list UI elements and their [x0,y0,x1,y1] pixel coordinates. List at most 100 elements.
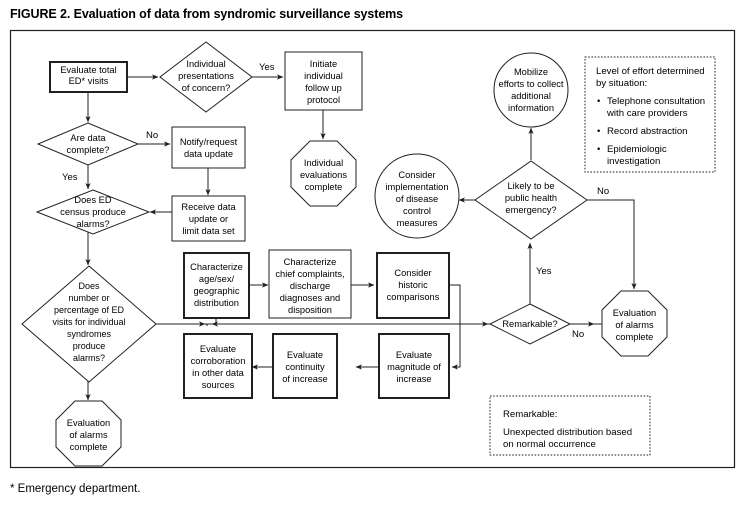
figure-border [9,29,736,469]
note-heading: Remarkable: [503,409,557,420]
node-line: information [508,103,554,113]
node-line: control [403,206,431,216]
node-line: Receive data [181,202,236,212]
node-mobilize-efforts-to-collect-additional-information[interactable]: Mobilize efforts to collect additional i… [493,52,569,128]
node-line: Remarkable? [502,319,557,329]
node-remarkable[interactable]: Remarkable? [488,303,572,345]
node-line: limit data set [182,226,235,236]
note-level-of-effort: Level of effort determined by situation:… [584,56,716,173]
node-line: number or [68,293,109,303]
node-line: complete [70,442,108,452]
node-characterize-chief-complaints[interactable]: Characterize chief complaints, discharge… [268,249,352,319]
node-line: Evaluate total [60,65,116,75]
node-line: diagnoses and [280,293,340,303]
note-heading-line: Level of effort determined [596,66,705,77]
edge-label-no: No [572,329,584,340]
node-line: complete [305,182,343,192]
node-line: of concern? [182,83,231,93]
node-line: ED* visits [69,76,109,86]
node-line: presentations [178,71,234,81]
node-consider-implementation-of-disease-control-measures[interactable]: Consider implementation of disease contr… [374,153,460,239]
node-initiate-individual-follow-up-protocol[interactable]: Initiate individual follow up protocol [284,51,363,111]
note-body-line: Unexpected distribution based [503,427,632,438]
node-consider-historic-comparisons[interactable]: Consider historic comparisons [376,252,450,319]
node-evaluate-magnitude-of-increase[interactable]: Evaluate magnitude of increase [378,333,450,399]
node-line: emergency? [505,205,556,215]
node-does-number-or-percentage-of-ed-visits[interactable]: Does number or percentage of ED visits f… [21,265,157,383]
note-body-line: on normal occurrence [503,439,596,450]
connectors [85,74,661,401]
node-line: percentage of ED [54,305,125,315]
node-likely-to-be-public-health-emergency[interactable]: Likely to be public health emergency? [474,160,588,240]
node-line: Are data [70,133,106,143]
node-line: Evaluation [67,418,110,428]
node-line: public health [505,193,557,203]
note-bullet-line: investigation [607,156,660,167]
node-line: measures [397,218,438,228]
node-notify-request-data-update[interactable]: Notify/request data update [171,126,246,169]
note-bullet-line: with care providers [606,108,688,119]
node-line: evaluations [300,170,347,180]
node-line: age/sex/ [199,274,235,284]
note-bullet-line: Record abstraction [607,126,688,137]
note-bullet-line: Telephone consultation [607,96,705,107]
node-line: additional [511,91,551,101]
node-line: census produce [60,207,126,217]
node-line: comparisons [387,292,440,302]
node-line: follow up [305,83,342,93]
node-line: sources [202,380,235,390]
node-line: complete [616,332,654,342]
node-line: geographic [193,286,239,296]
node-line: in other data [192,368,245,378]
node-line: historic [398,280,428,290]
bullet-glyph: • [597,126,600,137]
node-line: disposition [288,305,332,315]
node-does-ed-census-produce-alarms[interactable]: Does ED census produce alarms? [35,189,151,235]
node-individual-presentations-of-concern[interactable]: Individual presentations of concern? [159,41,253,113]
node-line: Evaluate [200,344,236,354]
node-line: Likely to be [507,181,554,191]
node-line: continuity [285,362,325,372]
node-evaluate-corroboration[interactable]: Evaluate corroboration in other data sou… [183,333,253,399]
node-line: magnitude of [387,362,441,372]
node-line: Does ED [74,195,111,205]
edge-label-no: No [597,186,609,197]
node-line: Consider [394,268,431,278]
note-bullet-line: Epidemiologic [607,144,667,155]
node-line: Initiate [310,59,337,69]
node-individual-evaluations-complete[interactable]: Individual evaluations complete [290,140,357,207]
node-line: Mobilize [514,67,548,77]
edge-label-yes: Yes [536,266,552,277]
node-evaluate-total-ed-visits[interactable]: Evaluate total ED* visits [49,61,128,93]
node-evaluation-of-alarms-complete-right[interactable]: Evaluation of alarms complete [601,290,668,357]
node-line: of disease [396,194,438,204]
node-line: Individual [304,158,343,168]
node-receive-data-update[interactable]: Receive data update or limit data set [171,195,246,242]
bullet-glyph: • [597,96,600,107]
node-line: Does [78,281,100,291]
node-line: Consider [398,170,435,180]
node-line: protocol [307,95,340,105]
node-line: individual [304,71,343,81]
node-line: efforts to collect [499,79,564,89]
node-characterize-age-sex-geographic-distribution[interactable]: Characterize age/sex/ geographic distrib… [183,252,250,319]
node-line: discharge [290,281,330,291]
node-line: produce [73,341,106,351]
node-line: data update [184,149,233,159]
node-line: increase [396,374,431,384]
edge-label-no: No [146,130,158,141]
page-title: FIGURE 2. Evaluation of data from syndro… [10,7,404,21]
node-line: of alarms [69,430,108,440]
bullet-glyph: • [597,144,600,155]
node-line: Notify/request [180,137,238,147]
node-line: Characterize [284,257,337,267]
node-line: visits for individual [52,317,125,327]
node-line: Characterize [190,262,243,272]
node-evaluation-of-alarms-complete-left[interactable]: Evaluation of alarms complete [55,400,122,467]
edge-label-yes: Yes [62,172,78,183]
node-are-data-complete[interactable]: Are data complete? [36,122,140,166]
node-evaluate-continuity-of-increase[interactable]: Evaluate continuity of increase [272,333,338,399]
node-line: Evaluation [613,308,656,318]
node-line: Evaluate [396,350,432,360]
